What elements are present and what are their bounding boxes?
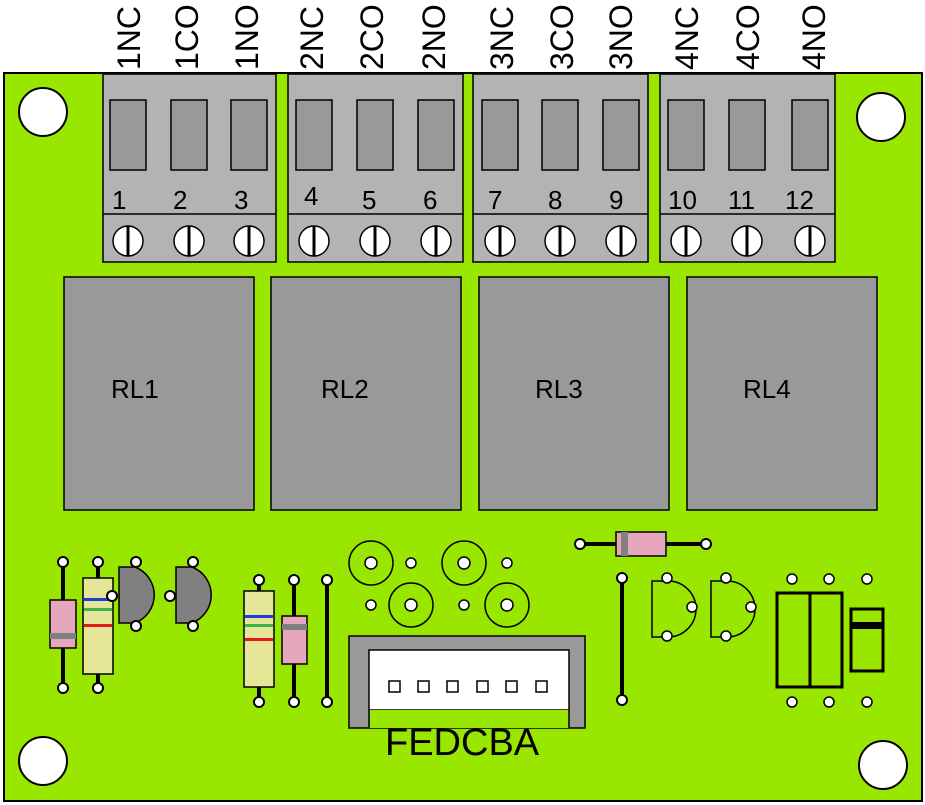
screw-icon bbox=[420, 225, 452, 257]
led-pads bbox=[348, 540, 530, 628]
terminal-label: 3CO bbox=[544, 4, 580, 70]
pin-number: 9 bbox=[609, 185, 623, 215]
diode bbox=[849, 607, 885, 673]
transistor bbox=[106, 556, 155, 632]
relay-label: RL3 bbox=[535, 374, 583, 404]
screw-icon bbox=[731, 225, 763, 257]
diode bbox=[49, 556, 77, 694]
pin-number: 4 bbox=[304, 181, 318, 211]
screw-icon bbox=[794, 225, 826, 257]
pin-number: 1 bbox=[112, 185, 126, 215]
wire-link bbox=[321, 574, 333, 708]
relay-label: RL2 bbox=[321, 374, 369, 404]
screw-icon bbox=[112, 225, 144, 257]
pin-number: 5 bbox=[362, 185, 376, 215]
relay-2 bbox=[270, 276, 462, 511]
component-pads bbox=[786, 573, 873, 708]
lower-components bbox=[49, 531, 885, 729]
terminal-label: 3NC bbox=[484, 6, 520, 70]
terminal-label: 1NO bbox=[229, 4, 265, 70]
screw-icon bbox=[173, 225, 205, 257]
relay-label: RL4 bbox=[743, 374, 791, 404]
terminal-label: 4NC bbox=[669, 6, 705, 70]
terminal-label: 1NC bbox=[111, 6, 147, 70]
screw-icon bbox=[544, 225, 576, 257]
relay-1 bbox=[63, 276, 255, 511]
screw-icon bbox=[605, 225, 637, 257]
transistor-outline bbox=[710, 572, 757, 642]
pin-number: 12 bbox=[785, 185, 814, 215]
connector-pins bbox=[388, 680, 548, 693]
terminal-labels: 1NC 1CO 1NO 2NC 2CO 2NO 3NC 3CO 3NO 4NC … bbox=[111, 4, 832, 70]
terminal-label: 2NC bbox=[294, 6, 330, 70]
resistor bbox=[243, 574, 275, 708]
pin-number: 10 bbox=[668, 185, 697, 215]
terminal-label: 3NO bbox=[603, 4, 639, 70]
terminal-screws bbox=[112, 225, 826, 257]
terminal-slots bbox=[109, 99, 829, 171]
connector-label: FEDCBA bbox=[385, 722, 540, 764]
capacitor bbox=[775, 591, 844, 689]
mounting-hole-icon bbox=[856, 92, 906, 142]
screw-icon bbox=[484, 225, 516, 257]
relay-4 bbox=[686, 276, 878, 511]
transistor bbox=[164, 556, 212, 632]
diode bbox=[574, 531, 712, 557]
screw-icon bbox=[233, 225, 265, 257]
relays bbox=[63, 276, 878, 511]
pin-number: 2 bbox=[173, 185, 187, 215]
pin-number: 8 bbox=[548, 185, 562, 215]
pin-number: 6 bbox=[423, 185, 437, 215]
pin-numbers: 1 2 3 4 5 6 7 8 9 10 11 12 bbox=[112, 181, 814, 215]
mounting-hole-icon bbox=[18, 736, 68, 786]
relay-label: RL1 bbox=[111, 374, 159, 404]
transistor-outline bbox=[651, 572, 698, 642]
mounting-hole-icon bbox=[858, 740, 908, 790]
relay-3 bbox=[478, 276, 670, 511]
terminal-label: 4NO bbox=[796, 4, 832, 70]
terminal-label: 2NO bbox=[416, 4, 452, 70]
connector bbox=[348, 635, 586, 729]
terminal-label: 2CO bbox=[354, 4, 390, 70]
resistor bbox=[82, 556, 114, 694]
pin-number: 7 bbox=[488, 185, 502, 215]
mounting-hole-icon bbox=[18, 87, 68, 137]
terminal-label: 4CO bbox=[730, 4, 766, 70]
diode bbox=[281, 574, 308, 708]
terminal-label: 1CO bbox=[169, 4, 205, 70]
pin-number: 3 bbox=[234, 185, 248, 215]
screw-icon bbox=[359, 225, 391, 257]
mounting-holes bbox=[18, 87, 908, 790]
screw-icon bbox=[670, 225, 702, 257]
screw-icon bbox=[298, 225, 330, 257]
wire-link bbox=[616, 572, 628, 706]
pin-number: 11 bbox=[728, 185, 755, 215]
